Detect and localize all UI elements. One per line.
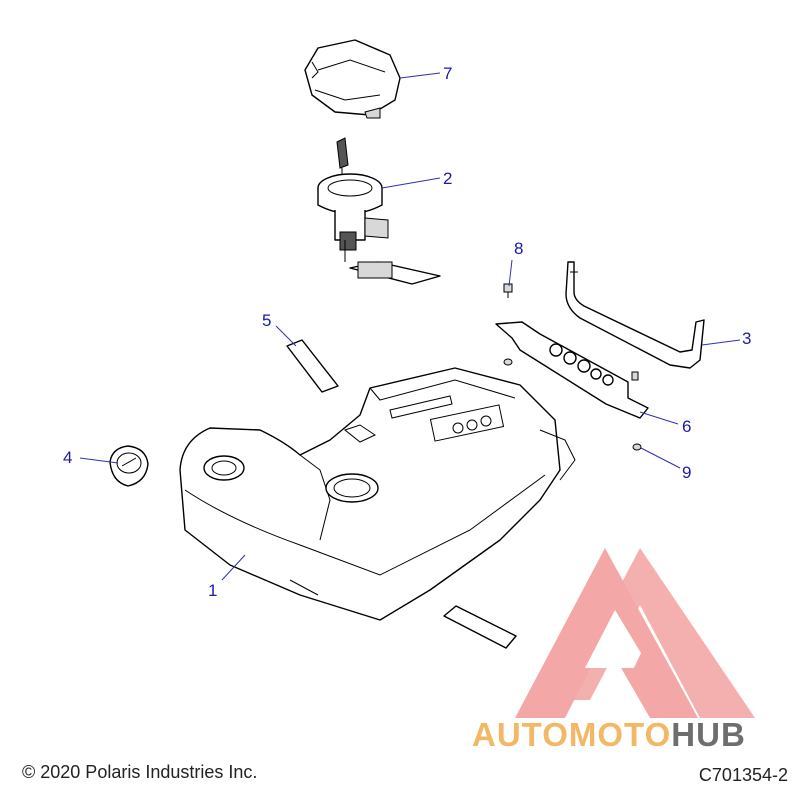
fuel-pump-assembly [317,137,441,285]
callout-5: 5 [262,311,271,330]
callout-4: 4 [63,448,72,467]
leader-lines [79,72,741,581]
nut [503,358,642,451]
drawing-code: C701354-2 [698,765,788,785]
bolt [503,283,513,298]
callout-3: 3 [742,329,751,348]
callout-7: 7 [443,64,452,83]
copyright-text: © 2020 Polaris Industries Inc. [22,762,258,782]
mounting-bracket [495,321,649,419]
watermark-brand-part2: HUB [671,716,746,753]
callout-8: 8 [514,239,523,258]
tank-strap [565,261,705,369]
pump-cover [304,39,401,119]
foam-pad [286,339,517,649]
callout-labels: 1 2 3 4 5 6 7 8 9 [63,64,751,600]
callout-1: 1 [208,581,217,600]
callout-9: 9 [682,463,691,482]
fuel-tank [179,367,576,621]
callout-6: 6 [682,417,691,436]
fuel-cap [109,445,149,487]
callout-2: 2 [443,169,452,188]
watermark-logo [515,548,755,718]
watermark-brand-part1: AUTOMOTO [472,716,672,753]
watermark-brand: AUTOMOTOHUB [472,716,746,754]
